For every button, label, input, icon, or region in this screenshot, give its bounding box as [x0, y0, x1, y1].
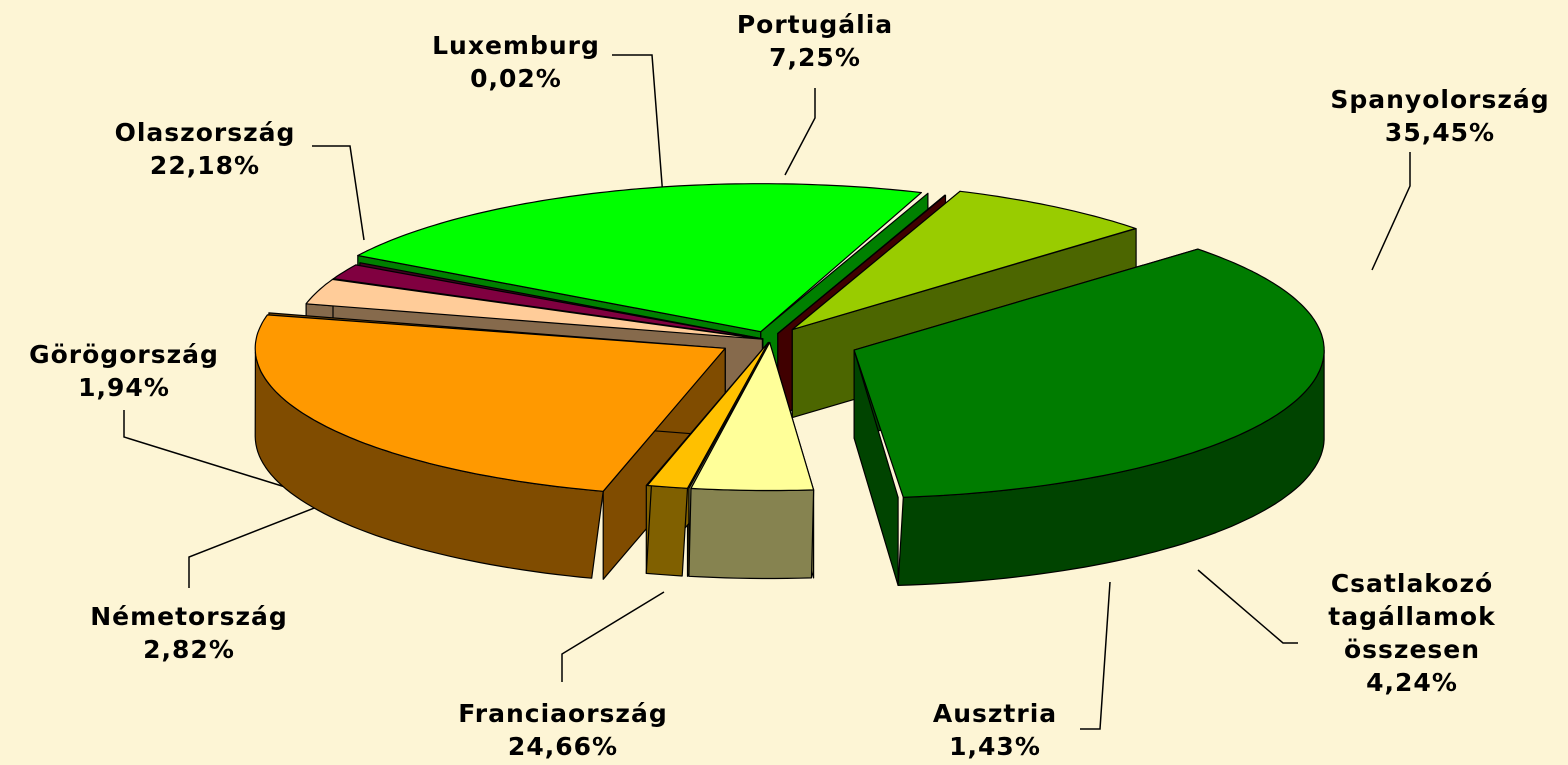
slice-percent: 0,02%: [470, 64, 562, 93]
slice-percent: 22,18%: [149, 151, 261, 180]
leader-line-csatlakozo: [1197, 569, 1298, 644]
slice-top: [646, 341, 769, 489]
label-csatlakozo: Csatlakozó tagállamok összesen 4,24%: [1328, 567, 1495, 699]
slice-percent: 4,24%: [1366, 668, 1458, 697]
slice-name: Franciaország: [458, 699, 668, 728]
slice-top: [332, 264, 764, 340]
slice-name: Ausztria: [932, 699, 1058, 728]
slice-top: [357, 183, 922, 333]
slice-outer-wall: [688, 487, 815, 580]
label-nemetorszag: Németország 2,82%: [90, 600, 288, 666]
slice-percent: 35,45%: [1384, 118, 1496, 147]
slice-top: [254, 314, 726, 492]
leader-line-luxemburg: [612, 54, 665, 211]
slice-spanyol: [853, 248, 1325, 586]
label-spanyolorszag: Spanyolország 35,45%: [1330, 83, 1549, 149]
slice-name: Luxemburg: [432, 31, 600, 60]
slice-percent: 24,66%: [507, 732, 619, 761]
label-olaszorszag: Olaszország 22,18%: [115, 116, 296, 182]
pie-slices: [254, 183, 1325, 586]
slice-top: [690, 341, 815, 492]
leader-line-portugal: [784, 88, 816, 176]
slice-percent: 1,94%: [78, 373, 170, 402]
slice-top: [777, 194, 946, 335]
leader-line-nemet: [188, 504, 323, 588]
leader-lines: [123, 54, 1411, 730]
slice-name-line1: Csatlakozó: [1330, 569, 1494, 598]
slice-percent: 1,43%: [949, 732, 1041, 761]
slice-name: Németország: [90, 602, 288, 631]
slice-name-line2: tagállamok: [1328, 602, 1496, 631]
slice-outer-wall: [645, 485, 689, 577]
slice-name: Görögország: [29, 340, 219, 369]
leader-line-olasz: [312, 145, 365, 241]
slice-francia: [254, 312, 726, 580]
label-luxemburg: Luxemburg 0,02%: [432, 29, 600, 95]
label-portugalia: Portugália 7,25%: [737, 8, 893, 74]
slice-percent: 2,82%: [143, 635, 235, 664]
slice-csatlakozo: [688, 341, 815, 580]
leader-line-spanyol: [1371, 152, 1411, 271]
label-gorogorszag: Görögország 1,94%: [29, 338, 219, 404]
slice-percent: 7,25%: [769, 43, 861, 72]
leader-line-ausztria: [1080, 581, 1111, 730]
slice-name: Portugália: [736, 10, 894, 39]
slice-top: [305, 278, 763, 340]
leader-line-gorog: [123, 410, 299, 492]
leader-line-francia: [561, 591, 665, 682]
slice-top: [791, 190, 1137, 331]
slice-top: [853, 248, 1325, 498]
slice-name-line3: összesen: [1343, 635, 1481, 664]
slice-name: Spanyolország: [1330, 85, 1550, 114]
label-franciaorszag: Franciaország 24,66%: [458, 697, 667, 763]
slice-name: Olaszország: [114, 118, 296, 147]
label-ausztria: Ausztria 1,43%: [933, 697, 1057, 763]
